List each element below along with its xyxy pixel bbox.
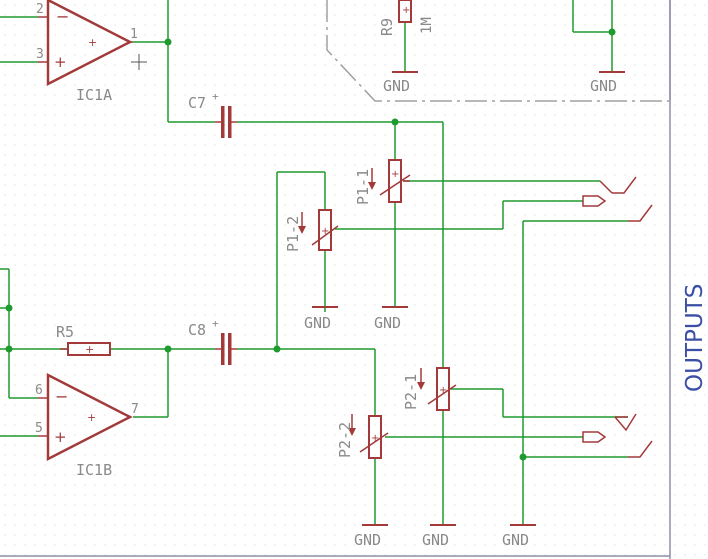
output-jack-1[interactable] — [582, 176, 653, 222]
ic1a-label: IC1A — [76, 86, 112, 104]
gnd-top-right: GND — [590, 71, 625, 95]
ic1b-pin-noninv: 5 — [35, 421, 43, 436]
p1-1-plus: + — [391, 169, 399, 180]
ic1a-pin-out: 1 — [130, 27, 138, 42]
gnd-label-jacks: GND — [502, 531, 529, 549]
ic1b-plus-center: + — [87, 411, 96, 424]
r5-label: R5 — [56, 323, 74, 341]
ic1a-plus-center: + — [88, 36, 97, 49]
ic1b-minus: − — [55, 387, 68, 406]
gnd-p2-1: GND — [422, 524, 456, 549]
ic1a-pin-inv: 2 — [36, 2, 44, 17]
r9-plus: + — [402, 5, 410, 16]
gnd-label-r9: GND — [383, 77, 410, 95]
gnd-label-p2-1: GND — [422, 531, 449, 549]
gnd-label-p1-1: GND — [374, 314, 401, 332]
p1-1-potentiometer[interactable]: + P1-1 — [354, 159, 411, 205]
gnd-r9: GND — [383, 71, 418, 95]
r9-label: R9 — [378, 18, 396, 36]
gnd-label-p1-2: GND — [304, 314, 331, 332]
ic1a-minus: − — [56, 7, 69, 26]
ic1b-pin-inv: 6 — [35, 383, 43, 398]
ic1a-opamp[interactable]: − + + 2 3 1 IC1A — [36, 0, 138, 104]
junctions — [5, 28, 616, 461]
c7-label: C7 — [188, 94, 206, 112]
gnd-jacks: GND — [502, 524, 536, 549]
wires — [0, 0, 628, 525]
p1-2-label: P1-2 — [284, 216, 302, 252]
r9-resistor[interactable]: + R9 1M — [378, 0, 435, 36]
outputs-frame-label: OUTPUTS — [682, 284, 708, 392]
p2-1-label: P2-1 — [402, 374, 420, 410]
gnd-p1-1: GND — [374, 306, 408, 332]
gnd-label-top-right: GND — [590, 77, 617, 95]
c7-polarity: + — [212, 90, 219, 103]
c7-capacitor[interactable]: C7 + — [188, 90, 237, 138]
p2-1-potentiometer[interactable]: + P2-1 — [402, 367, 457, 411]
gnd-label-p2-2: GND — [354, 531, 381, 549]
gnd-p1-2: GND — [304, 306, 338, 332]
ic1b-opamp[interactable]: − + + 6 5 7 IC1B — [35, 372, 139, 479]
p2-2-label: P2-2 — [336, 422, 354, 458]
cursor-crosshair-icon — [131, 54, 147, 70]
p2-1-plus: + — [439, 385, 447, 396]
p1-2-plus: + — [321, 226, 329, 237]
r5-plus: + — [85, 343, 94, 356]
output-jack-2[interactable] — [582, 413, 653, 458]
p1-2-potentiometer[interactable]: + P1-2 — [284, 209, 339, 252]
ic1b-pin-out: 7 — [131, 402, 139, 417]
ground-symbols: GND GND GND GND GND GND GND — [304, 71, 625, 549]
group-outline — [326, 0, 670, 102]
p1-1-label: P1-1 — [354, 169, 372, 205]
sheet-frame — [0, 0, 671, 559]
gnd-p2-2: GND — [354, 524, 388, 549]
c8-label: C8 — [188, 321, 206, 339]
ic1a-plus: + — [54, 53, 67, 71]
c8-polarity: + — [212, 317, 219, 330]
ic1b-plus: + — [54, 428, 67, 446]
ic1b-label: IC1B — [76, 461, 112, 479]
p2-2-plus: + — [371, 433, 379, 444]
ic1a-pin-noninv: 3 — [36, 47, 44, 62]
r9-value: 1M — [419, 17, 435, 34]
c8-capacitor[interactable]: C8 + — [188, 317, 237, 365]
r5-resistor[interactable]: + R5 — [56, 323, 111, 356]
p2-2-potentiometer[interactable]: + P2-2 — [336, 414, 389, 459]
